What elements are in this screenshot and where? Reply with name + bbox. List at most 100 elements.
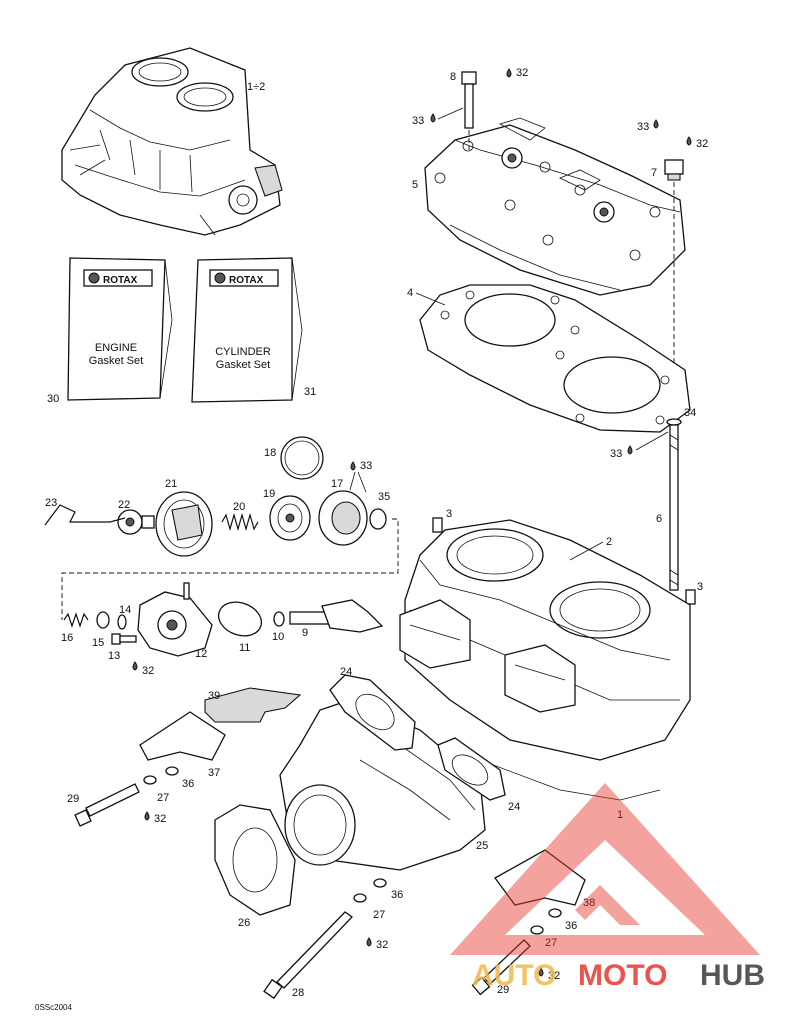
watermark-auto: AUTO (472, 959, 556, 992)
sealant-drop-icon (506, 68, 512, 78)
water-pipe-9 (289, 599, 384, 633)
sealant-drop-icon (366, 937, 372, 947)
callout-15: 15 (92, 637, 104, 649)
callout-32-head-bolt: 32 (516, 67, 528, 79)
callout-39: 39 (208, 690, 220, 702)
callout-24-bottom: 24 (508, 801, 520, 813)
exhaust-manifold-25 (279, 699, 486, 871)
callout-33-head-nut: 33 (637, 121, 649, 133)
callout-19: 19 (263, 488, 275, 500)
sealant-drop-icon (132, 661, 138, 671)
washer-36 (165, 766, 179, 776)
callout-34: 34 (684, 407, 696, 419)
callout-32-bolt28: 32 (376, 939, 388, 951)
sealant-drop-icon (430, 113, 436, 123)
cylinder-gasket-line2: Gasket Set (216, 359, 270, 371)
callout-38: 38 (583, 897, 595, 909)
automotohub-watermark: AUTO MOTO HUB (450, 783, 765, 992)
seal-14 (117, 614, 127, 630)
callout-26: 26 (238, 917, 250, 929)
callout-13: 13 (108, 650, 120, 662)
callout-5: 5 (412, 179, 418, 191)
spring-20 (221, 512, 259, 532)
callout-32-bolt29: 32 (154, 813, 166, 825)
callout-27-left: 27 (157, 792, 169, 804)
cylinder-gasket-set-box[interactable]: ROTAX CYLINDER Gasket Set (191, 257, 303, 403)
bracket-37 (139, 711, 226, 761)
watermark-triangle-logo (450, 783, 760, 955)
callout-2: 2 (606, 536, 612, 548)
callout-6: 6 (656, 513, 662, 525)
callout-16: 16 (61, 632, 73, 644)
callout-36-left: 36 (182, 778, 194, 790)
impeller-22 (117, 509, 155, 535)
engine-assembly-illustration (61, 47, 283, 236)
callout-21: 21 (165, 478, 177, 490)
cylinder-block-illustration (399, 519, 691, 801)
diagram-code: 0SSc2004 (35, 1003, 72, 1012)
head-gasket-illustration (419, 284, 691, 433)
exhaust-gasket-24-top (329, 674, 416, 751)
cylinder-head-illustration (424, 117, 686, 296)
bolt-28 (263, 911, 353, 1000)
lock-washer-27 (530, 925, 544, 935)
sealant-drop-icon (627, 445, 633, 455)
callout-27-right: 27 (545, 937, 557, 949)
callout-24-top: 24 (340, 666, 352, 678)
callout-33-head-bolt: 33 (412, 115, 424, 127)
water-pump-housing-21 (155, 491, 213, 557)
sealant-drop-icon (538, 967, 544, 977)
cylinder-gasket-brand: ROTAX (229, 275, 264, 286)
callout-27-center: 27 (373, 909, 385, 921)
pump-seal-19 (269, 495, 311, 541)
pump-cover-17 (318, 490, 368, 546)
callout-32-head-nut: 32 (696, 138, 708, 150)
callout-29-right: 29 (497, 984, 509, 996)
sealant-drop-icon (144, 811, 150, 821)
exhaust-gasket-24-bottom (437, 737, 506, 801)
pump-gasket-11 (217, 601, 263, 637)
callout-4: 4 (407, 287, 413, 299)
sealant-drop-icon (653, 119, 659, 129)
callout-8: 8 (450, 71, 456, 83)
callout-1: 1 (617, 809, 623, 821)
bolt-29-left (74, 783, 140, 827)
pump-bolt-13 (111, 633, 137, 645)
engine-gasket-set-box[interactable]: ROTAX ENGINE Gasket Set (67, 257, 173, 401)
spring-clip-23 (44, 504, 126, 526)
callout-22: 22 (118, 499, 130, 511)
watermark-hub: HUB (700, 959, 765, 992)
heat-shield-39 (204, 687, 302, 723)
callout-35: 35 (378, 491, 390, 503)
callout-18: 18 (264, 447, 276, 459)
callout-23: 23 (45, 497, 57, 509)
head-bolt-8 (461, 71, 477, 150)
sealant-drop-icon (350, 461, 356, 471)
o-ring-10 (273, 611, 285, 627)
callout-20: 20 (233, 501, 245, 513)
cylinder-stud-6 (666, 418, 682, 591)
callout-30: 30 (47, 393, 59, 405)
callout-25: 25 (476, 840, 488, 852)
bolt-29-right (471, 939, 531, 996)
callout-29-left: 29 (67, 793, 79, 805)
sealant-drop-icon (686, 136, 692, 146)
washer-15 (96, 611, 110, 629)
callout-32-pump-bolt: 32 (142, 665, 154, 677)
callout-33-stud: 33 (610, 448, 622, 460)
callout-33-pump: 33 (360, 460, 372, 472)
o-ring-35 (369, 508, 387, 530)
callout-3-right: 3 (697, 581, 703, 593)
callout-32-bolt29-right: 32 (548, 970, 560, 982)
callout-11: 11 (239, 642, 250, 654)
watermark-moto: MOTO (578, 959, 667, 992)
callout-37: 37 (208, 767, 220, 779)
dowel-pin-3 (685, 589, 696, 605)
lock-washer-27 (353, 893, 367, 903)
pump-assembly-dashed-leader (61, 518, 399, 620)
head-nut-7 (664, 159, 684, 181)
engine-gasket-brand: ROTAX (103, 275, 138, 286)
callout-36-right: 36 (565, 920, 577, 932)
